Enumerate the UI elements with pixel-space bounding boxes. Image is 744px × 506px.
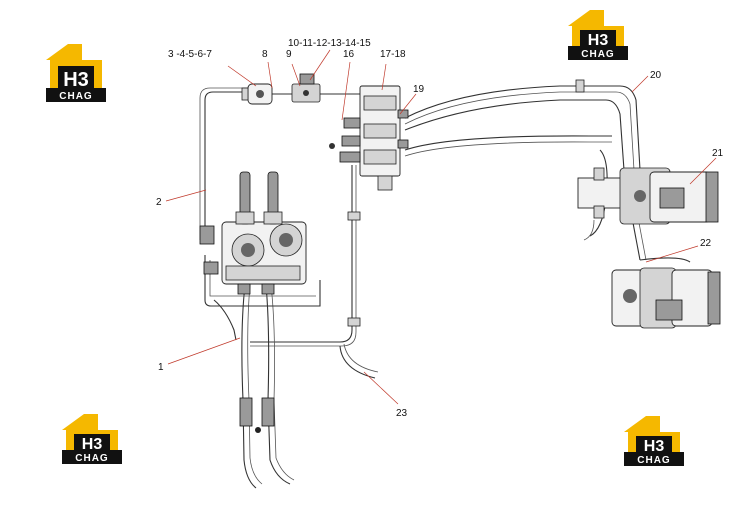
callout-16: 16 — [343, 49, 355, 60]
pressure-switch — [291, 73, 321, 103]
callout-17-18: 17-18 — [380, 49, 406, 60]
svg-text:H3: H3 — [644, 438, 665, 455]
callout-21: 21 — [712, 148, 724, 159]
svg-text:CHAG: CHAG — [59, 91, 92, 102]
brand-logo-bottom-right: H3 CHAG — [624, 416, 684, 466]
callout-1: 1 — [158, 362, 164, 373]
callout-20: 20 — [650, 70, 662, 81]
pipe-network — [199, 85, 691, 489]
hose-coupling-left — [239, 397, 275, 433]
callout-labels: 1 2 3 -4-5-6-7 8 9 10-11-12-13-14-15 16 … — [156, 38, 724, 419]
inline-filter — [241, 83, 273, 105]
callout-23: 23 — [396, 408, 408, 419]
svg-text:H3: H3 — [588, 32, 609, 49]
top-line-fitting — [575, 79, 585, 93]
callout-10-15: 10-11-12-13-14-15 — [288, 38, 371, 49]
leader-lines — [165, 49, 717, 405]
pipe-clamp-upper — [347, 211, 361, 221]
svg-text:CHAG: CHAG — [581, 49, 614, 60]
callout-2: 2 — [156, 197, 162, 208]
svg-text:H3: H3 — [63, 69, 89, 91]
svg-text:CHAG: CHAG — [637, 455, 670, 466]
manifold-block — [329, 85, 409, 191]
brand-logo-top-right: H3 CHAG — [568, 10, 628, 60]
pipe-clamp-lower — [347, 317, 361, 327]
svg-text:H3: H3 — [82, 436, 103, 453]
pump-motor-lower — [611, 267, 721, 329]
callout-9: 9 — [286, 49, 292, 60]
callout-8: 8 — [262, 49, 268, 60]
brand-logo-bottom-left: H3 CHAG — [62, 414, 122, 464]
brand-logo-top-left: H3 CHAG — [46, 44, 106, 102]
callout-19: 19 — [413, 84, 425, 95]
callout-22: 22 — [700, 238, 712, 249]
svg-text:CHAG: CHAG — [75, 453, 108, 464]
pump-motor-upper — [577, 167, 719, 225]
callout-3-7: 3 -4-5-6-7 — [168, 49, 212, 60]
control-valve-assembly — [199, 171, 307, 295]
